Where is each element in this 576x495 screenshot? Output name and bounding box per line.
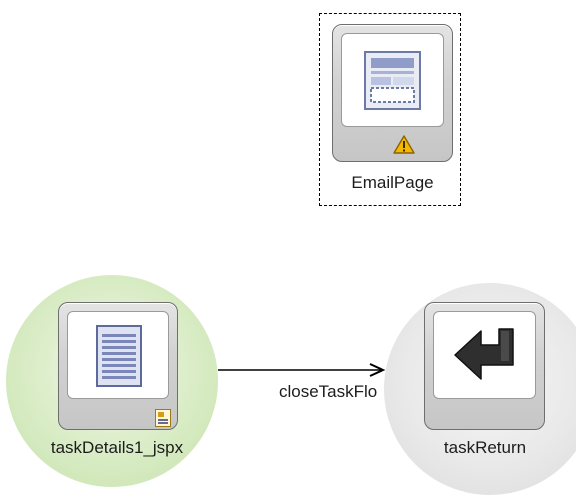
email-page-node-face bbox=[341, 33, 444, 127]
control-flow-edge[interactable] bbox=[210, 356, 390, 380]
edge-label[interactable]: closeTaskFlo bbox=[278, 382, 379, 402]
task-details-node-face bbox=[67, 311, 169, 399]
task-details-label: taskDetails1_jspx bbox=[50, 438, 184, 457]
task-details-node[interactable] bbox=[58, 302, 178, 430]
warning-icon bbox=[393, 135, 415, 154]
task-return-node-face bbox=[433, 311, 536, 399]
task-return-node[interactable] bbox=[424, 302, 545, 430]
task-return-label: taskReturn bbox=[443, 438, 527, 457]
view-page-icon bbox=[364, 51, 421, 110]
page-definition-badge-icon bbox=[155, 409, 171, 427]
email-page-label: EmailPage bbox=[351, 173, 434, 192]
email-page-node[interactable] bbox=[332, 24, 453, 162]
selection-box bbox=[319, 13, 461, 206]
return-arrow-icon bbox=[454, 328, 514, 380]
document-page-icon bbox=[96, 325, 142, 387]
